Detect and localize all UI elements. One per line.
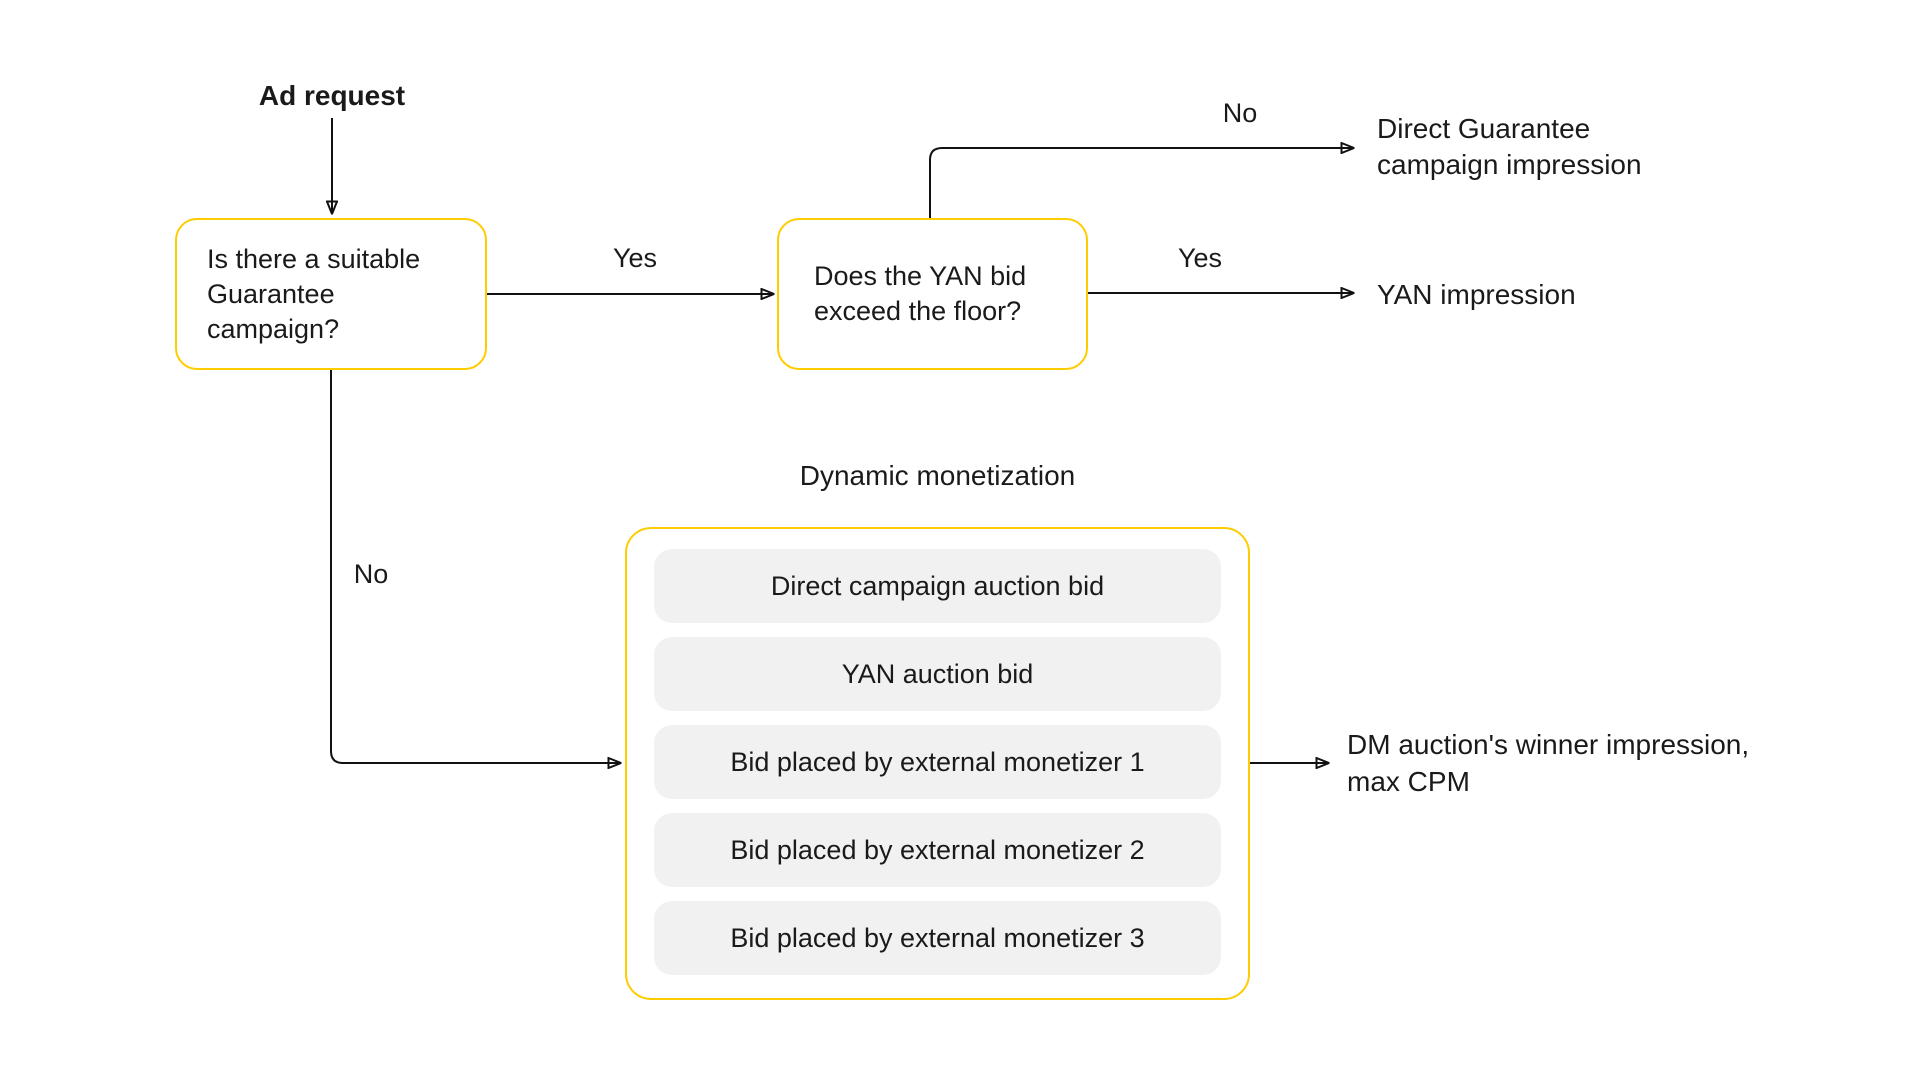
question-box-guarantee-campaign: Is there a suitable Guarantee campaign? bbox=[175, 218, 487, 370]
dm-bid-pill: Direct campaign auction bid bbox=[654, 549, 1221, 623]
edge-label-guarantee-yes: Yes bbox=[612, 243, 658, 273]
edge-label-yan-no: No bbox=[1222, 98, 1258, 128]
edge-label-guarantee-no: No bbox=[353, 559, 389, 589]
dm-bid-pill: YAN auction bid bbox=[654, 637, 1221, 711]
result-yan-impression: YAN impression bbox=[1377, 279, 1576, 310]
dm-bid-label: Direct campaign auction bid bbox=[770, 570, 1105, 601]
ad-request-label: Ad request bbox=[258, 80, 406, 111]
dm-bid-pill: Bid placed by external monetizer 1 bbox=[654, 725, 1221, 799]
dm-bid-pill: Bid placed by external monetizer 2 bbox=[654, 813, 1221, 887]
arrow-no-yan-to-direct-guarantee bbox=[929, 148, 1353, 218]
question-box-yan-text: Does the YAN bid exceed the floor? bbox=[814, 261, 1027, 326]
dynamic-monetization-title: Dynamic monetization bbox=[799, 460, 1076, 491]
dm-bid-label: Bid placed by external monetizer 2 bbox=[730, 834, 1145, 865]
result-direct-guarantee-impression: Direct Guarantee campaign impression bbox=[1377, 113, 1642, 180]
dm-bid-label: Bid placed by external monetizer 1 bbox=[730, 746, 1145, 777]
dm-bid-pill: Bid placed by external monetizer 3 bbox=[654, 901, 1221, 975]
dm-bid-label: Bid placed by external monetizer 3 bbox=[730, 922, 1145, 953]
result-dm-winner-impression: DM auction's winner impression, max CPM bbox=[1347, 729, 1750, 797]
dm-bid-label: YAN auction bid bbox=[841, 658, 1034, 689]
question-box-yan-bid: Does the YAN bid exceed the floor? bbox=[777, 218, 1088, 370]
question-box-guarantee-text: Is there a suitable Guarantee campaign? bbox=[207, 243, 421, 344]
dynamic-monetization-container: Direct campaign auction bid YAN auction … bbox=[625, 527, 1250, 1000]
edge-label-yan-yes: Yes bbox=[1177, 243, 1223, 273]
